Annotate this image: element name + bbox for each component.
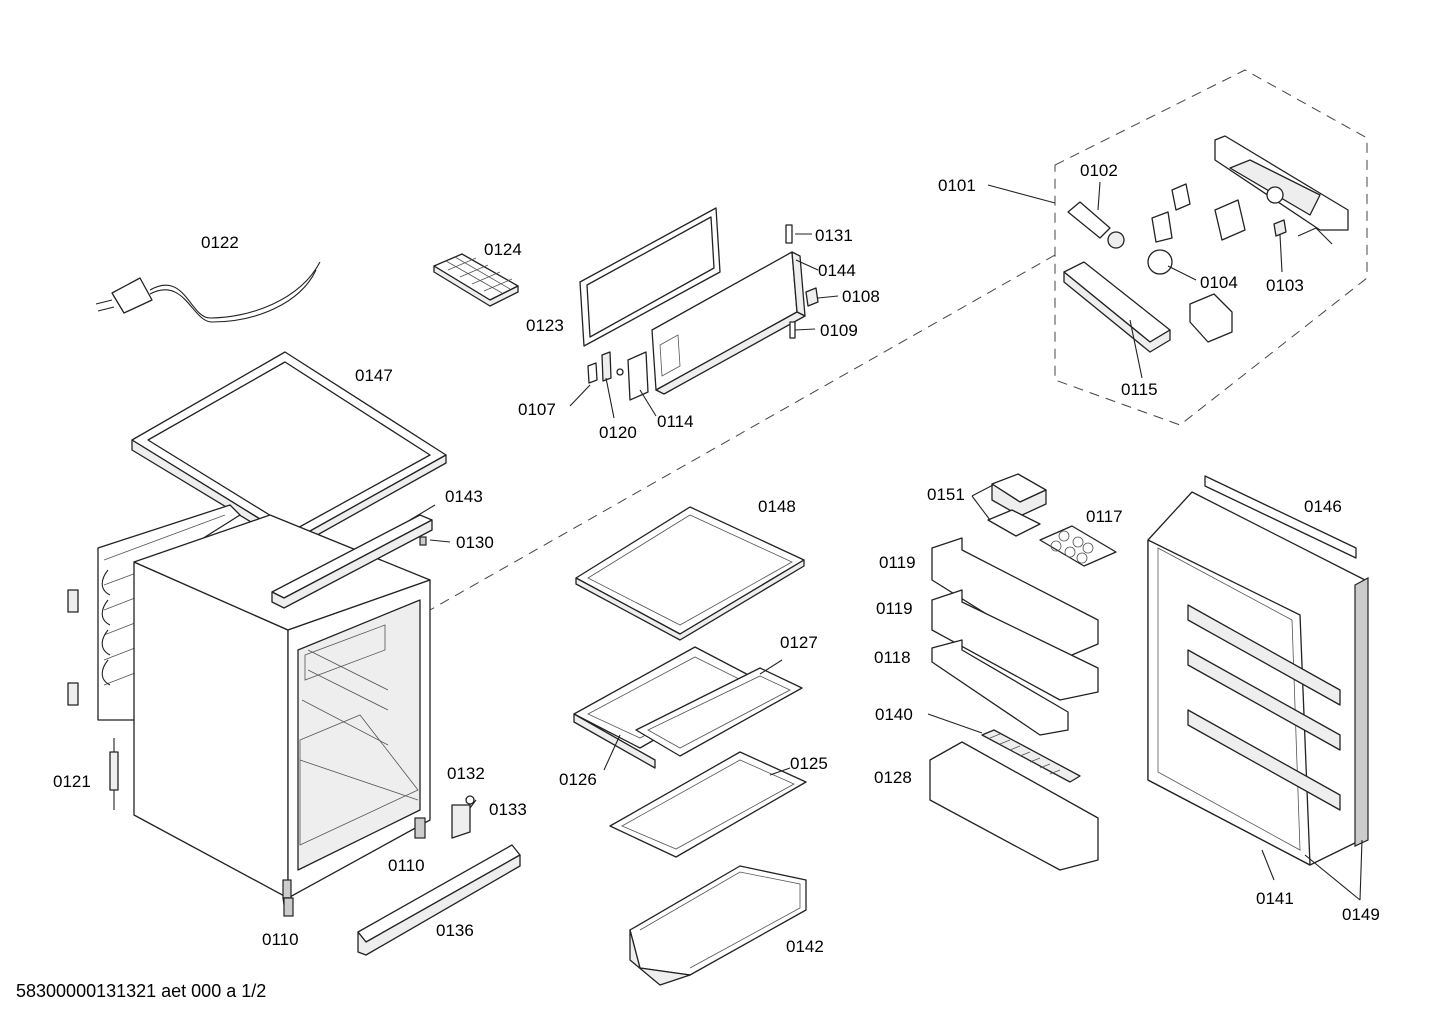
label-0120: 0120 (599, 423, 637, 442)
crisper-drawer (629, 865, 807, 986)
label-0108: 0108 (842, 287, 880, 306)
label-0121: 0121 (53, 772, 91, 791)
label-0144: 0144 (818, 261, 856, 280)
butter-and-egg-trays (987, 473, 1117, 567)
label-0148: 0148 (758, 497, 796, 516)
plinth-cover (357, 844, 521, 956)
label-0128: 0128 (874, 768, 912, 787)
label-0136: 0136 (436, 921, 474, 940)
label-0109: 0109 (820, 321, 858, 340)
label-0123: 0123 (526, 316, 564, 335)
label-0117: 0117 (1086, 507, 1123, 526)
label-0143: 0143 (445, 487, 483, 506)
label-0132: 0132 (447, 764, 485, 783)
label-0131: 0131 (815, 226, 853, 245)
label-0140: 0140 (875, 705, 913, 724)
door-gasket (579, 207, 721, 347)
label-0107: 0107 (518, 400, 556, 419)
label-0104: 0104 (1200, 273, 1238, 292)
split-shelf (573, 646, 803, 769)
label-0127: 0127 (780, 633, 818, 652)
label-0149: 0149 (1342, 905, 1380, 924)
label-0102: 0102 (1080, 161, 1118, 180)
label-0151: 0151 (927, 485, 965, 504)
label-0103: 0103 (1266, 276, 1304, 295)
glass-shelf-upper (575, 506, 805, 641)
ice-cube-tray (433, 253, 519, 307)
label-0146: 0146 (1304, 497, 1342, 516)
lamp-thermostat-assembly (1063, 135, 1349, 353)
label-0119-upper: 0119 (879, 553, 916, 572)
lamp-rail (271, 514, 433, 609)
label-0115: 0115 (1121, 380, 1158, 399)
evaporator-door (651, 251, 806, 395)
label-0122: 0122 (201, 233, 239, 252)
leader-lines (409, 181, 1363, 901)
subassembly-dashed-outline (1054, 69, 1368, 426)
door-small-parts (587, 224, 819, 401)
label-0133: 0133 (489, 800, 527, 819)
refrigerator-cabinet (133, 514, 431, 913)
label-0142: 0142 (786, 937, 824, 956)
refrigerator-door (1147, 491, 1369, 866)
label-0119-lower: 0119 (876, 599, 913, 618)
power-cord (95, 261, 321, 323)
label-0141: 0141 (1256, 889, 1294, 908)
top-frame (131, 351, 447, 549)
document-footer-code: 58300000131321 aet 000 a 1/2 (16, 981, 267, 1001)
subassembly-dashed-leader (429, 254, 1056, 611)
label-0114: 0114 (657, 412, 694, 431)
door-top-strip (1204, 475, 1357, 559)
label-0110-left: 0110 (262, 930, 299, 949)
door-balconies (929, 537, 1099, 871)
label-0126: 0126 (559, 770, 597, 789)
label-0124: 0124 (484, 240, 522, 259)
label-0125: 0125 (790, 754, 828, 773)
label-0118: 0118 (874, 648, 911, 667)
label-0147: 0147 (355, 366, 393, 385)
small-cabinet-parts (109, 738, 475, 917)
label-0130: 0130 (456, 533, 494, 552)
label-0101: 0101 (938, 176, 976, 195)
label-0110-right: 0110 (388, 856, 425, 875)
glass-plate (609, 751, 807, 858)
